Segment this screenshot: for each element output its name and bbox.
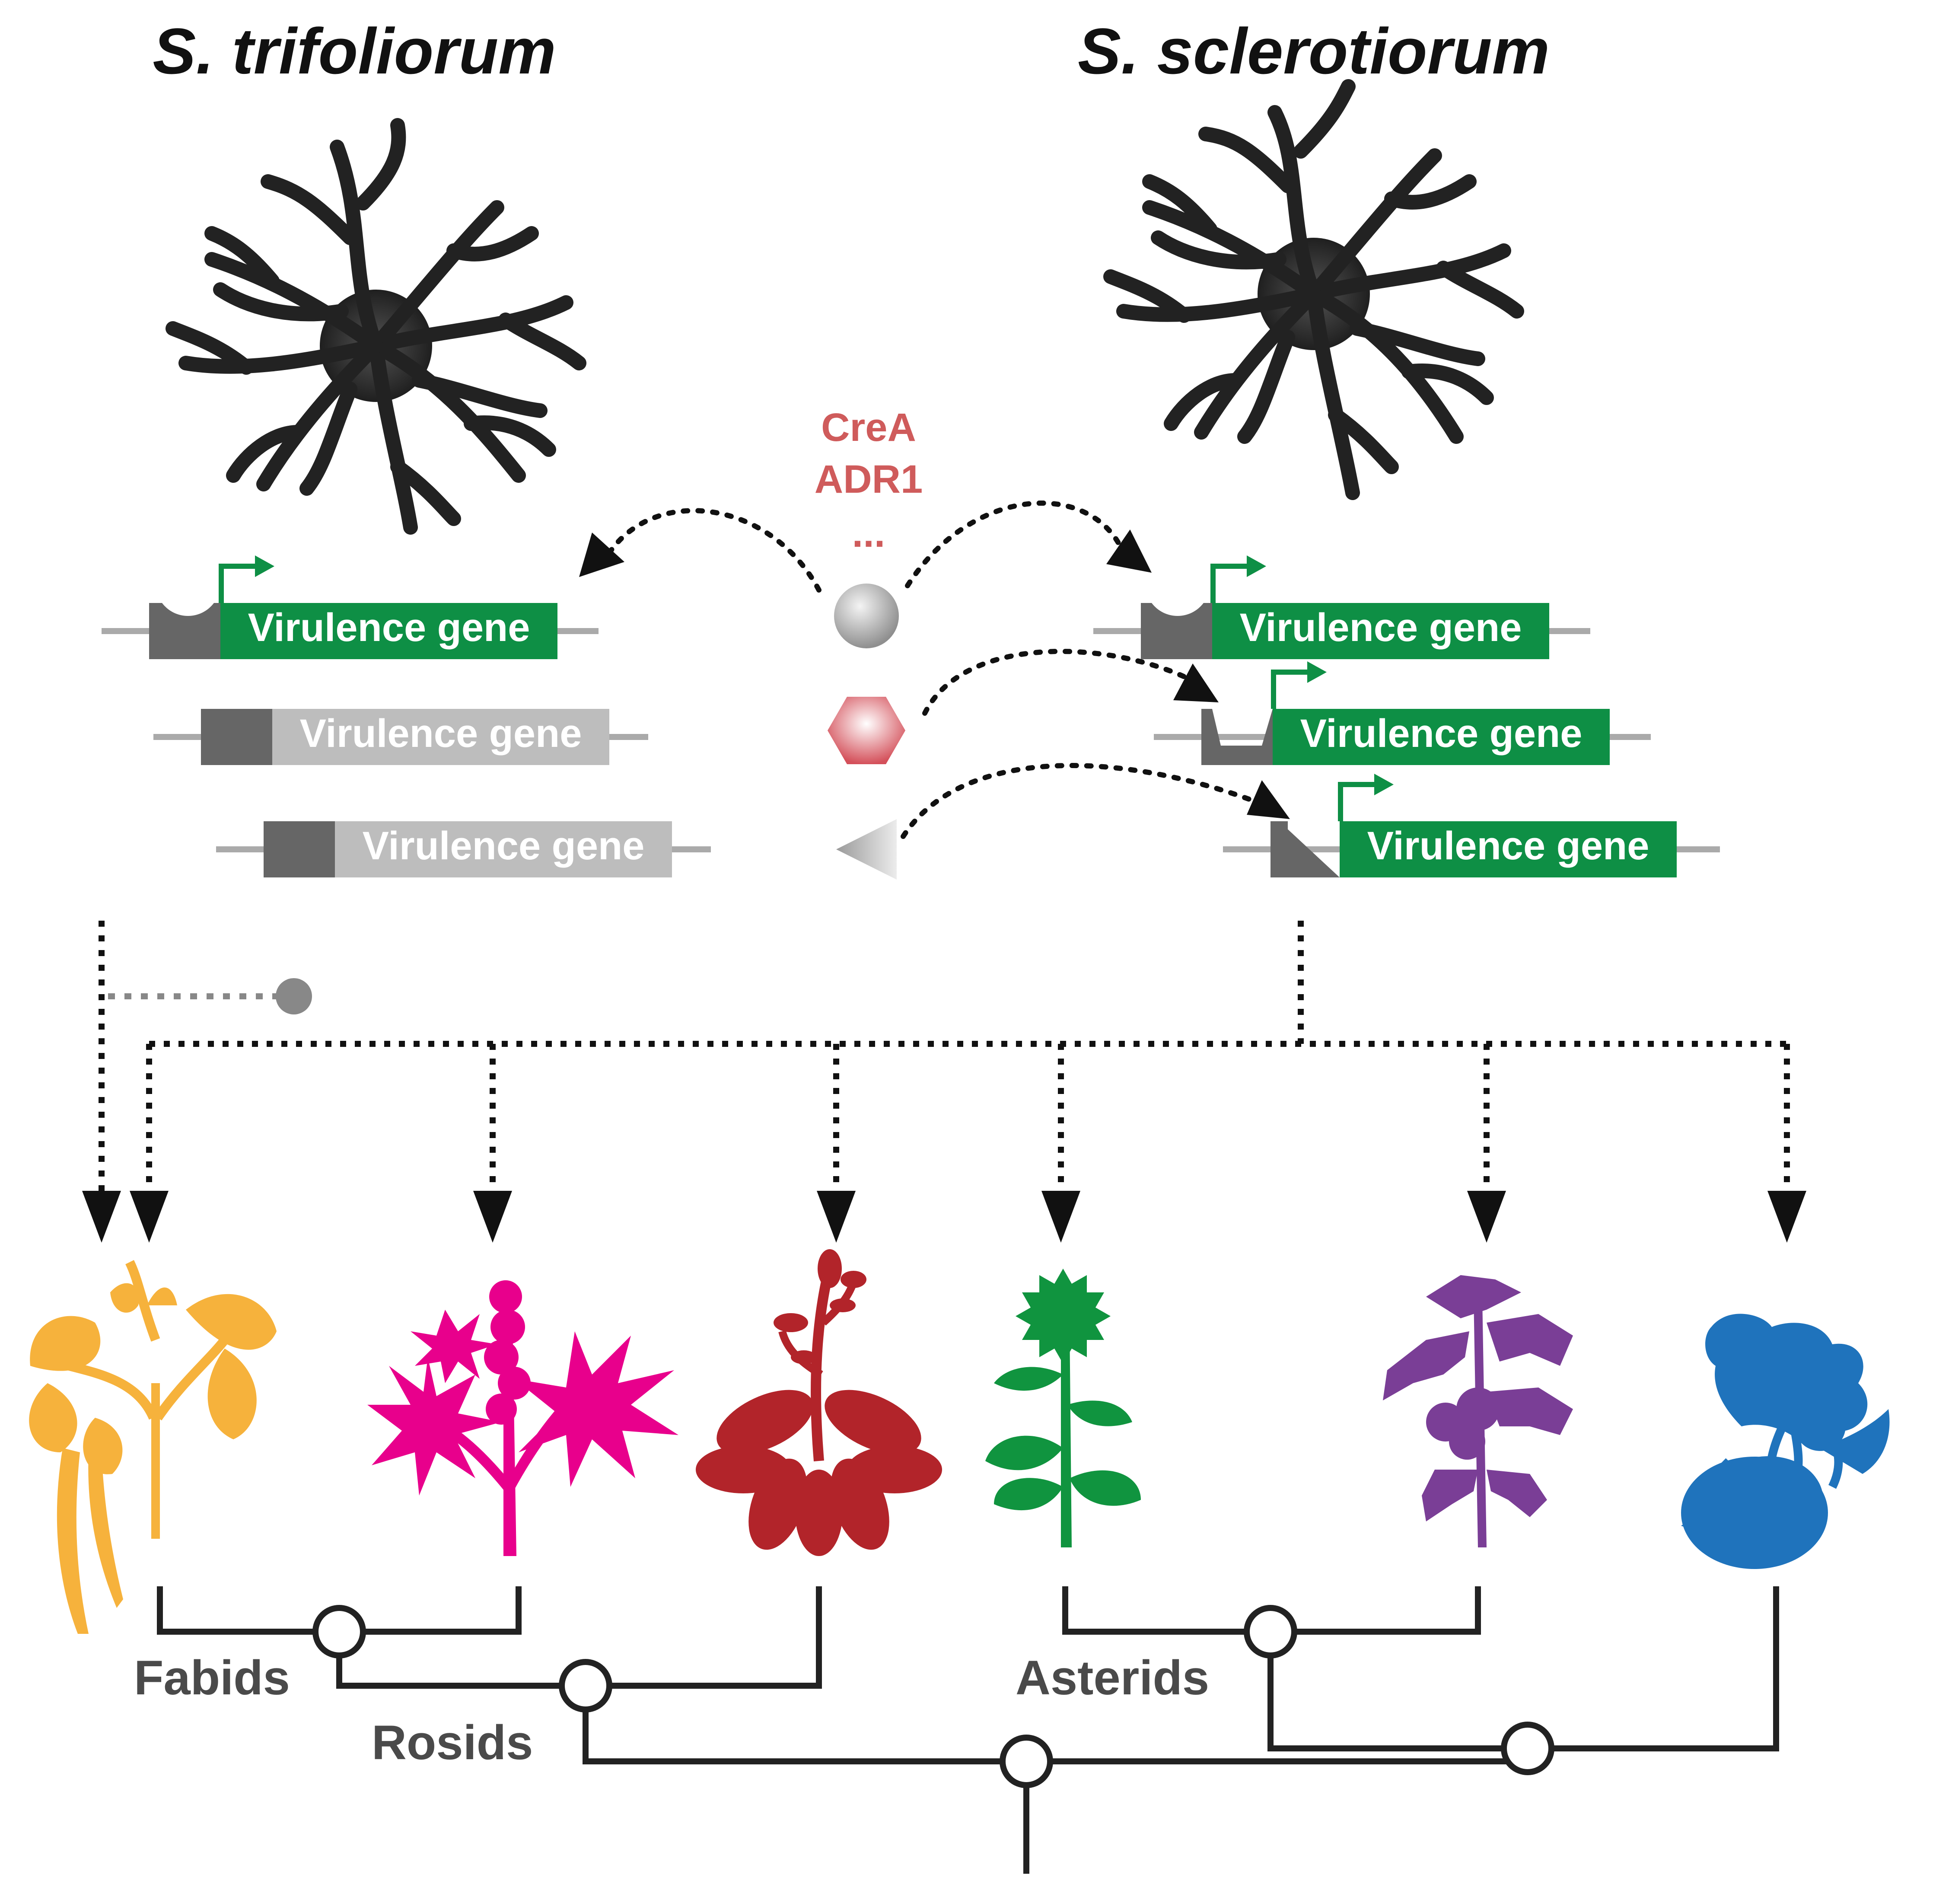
arrowhead-right-gene-1 [1106,529,1152,573]
blocked-branch-end-icon [276,978,312,1014]
sunflower-plant-icon [985,1269,1141,1547]
left-gene-3: Virulence gene [216,821,711,877]
clade-label-asterids: Asterids [1016,1651,1209,1705]
right-gene-3-tss-arrow [1338,782,1379,821]
arrow-triangle-to-right-gene [901,763,1264,839]
right-gene-1-tss-arrowhead [1247,555,1266,577]
mycelium-left-icon [166,118,586,535]
arrow-sphere-to-left-gene [602,508,822,593]
arrowhead-sunflower [1041,1191,1080,1243]
left-gene-3-promoter [264,821,335,877]
node-superasterids [1501,1722,1554,1775]
node-asterids [1244,1605,1297,1658]
mycelium-right-icon [1103,79,1524,500]
right-gene-2-promoter [1201,709,1273,765]
left-gene-3-label: Virulence gene [363,824,645,868]
left-gene-1-body [220,603,557,659]
left-gene-1: Virulence gene [102,555,599,659]
left-gene-2-label: Virulence gene [300,711,582,756]
left-gene-1-tss-arrowhead [255,555,274,577]
left-gene-2-promoter [201,709,272,765]
castor-plant-icon [367,1280,678,1556]
arrowhead-beet [1767,1191,1806,1243]
left-gene-2: Virulence gene [153,709,648,765]
triangle-factor-icon [836,819,897,880]
right-gene-2-label: Virulence gene [1300,711,1583,756]
left-gene-2-body [272,709,609,765]
right-gene-3-label: Virulence gene [1367,824,1649,868]
right-gene-1-body [1212,603,1549,659]
hexagon-factor-icon [828,697,905,764]
factor-label-ellipsis: ... [852,511,885,555]
arabidopsis-plant-icon [696,1249,942,1556]
node-rosids [559,1659,612,1713]
tomato-plant-icon [1383,1275,1573,1547]
right-gene-2-body [1273,709,1610,765]
beet-plant-icon [1681,1314,1890,1569]
right-gene-1-label: Virulence gene [1240,606,1522,650]
right-gene-2-tss-arrow [1271,670,1312,709]
title-s-trifoliorum: S. trifoliorum [153,15,556,87]
sphere-factor-icon [834,584,899,648]
clade-label-fabids: Fabids [134,1651,290,1705]
arrowhead-tomato [1467,1191,1506,1243]
right-gene-2-tss-arrowhead [1307,661,1327,683]
arrowhead-left-gene [579,533,624,577]
left-gene-3-body [335,821,672,877]
right-gene-2: Virulence gene [1154,661,1651,765]
right-gene-3-promoter-base [1270,821,1288,877]
arrow-sphere-to-right-gene [905,501,1126,588]
arrowhead-right-gene-2 [1173,663,1219,702]
node-root [1000,1735,1053,1788]
clade-label-rosids: Rosids [372,1716,533,1770]
right-gene-3: Virulence gene [1223,774,1720,877]
right-gene-1-promoter [1141,603,1212,659]
arrowhead-castor [473,1191,512,1243]
right-gene-1: Virulence gene [1093,555,1590,659]
bean-plant-icon [29,1260,277,1634]
left-gene-1-tss-arrow [219,564,259,603]
arrowhead-arabidopsis [817,1191,856,1243]
right-gene-1-tss-arrow [1210,564,1251,603]
left-gene-1-promoter [149,603,220,659]
factor-label-adr1: ADR1 [815,457,923,501]
right-gene-3-tss-arrowhead [1374,774,1394,795]
arrow-hexagon-to-right-gene [922,649,1191,716]
title-s-sclerotiorum: S. sclerotiorum [1078,15,1550,87]
factor-label-crea: CreA [821,405,916,450]
right-gene-3-body [1340,821,1677,877]
arrowhead-right-gene-3 [1247,780,1290,819]
arrowhead-bean-right [130,1191,169,1243]
node-fabids [312,1605,366,1658]
arrowhead-bean-left [82,1191,121,1243]
left-gene-1-label: Virulence gene [248,606,530,650]
